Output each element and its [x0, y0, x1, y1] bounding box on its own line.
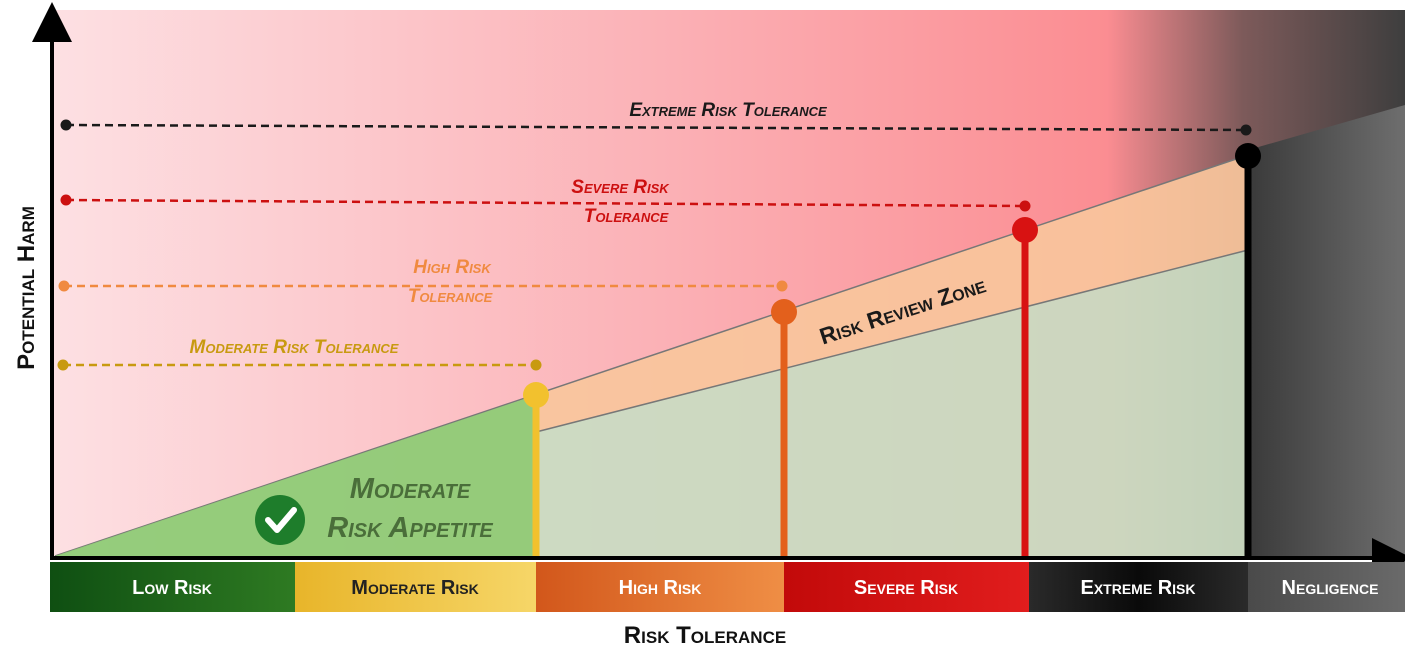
moderate-appetite-zone	[55, 395, 536, 558]
check-circle-icon	[255, 495, 305, 545]
band-low-risk	[50, 562, 295, 612]
high-tolerance-label-line1: High Risk	[413, 257, 492, 278]
band-severe-risk-label: Severe Risk	[854, 577, 958, 599]
moderate-threshold-marker	[523, 382, 549, 558]
extreme-tolerance-label: Extreme Risk Tolerance	[629, 100, 827, 121]
band-high-risk	[536, 562, 784, 612]
review-zone-upper-edge	[54, 154, 1249, 557]
acceptable-zone	[536, 250, 1248, 558]
band-extreme-risk-label: Extreme Risk	[1080, 577, 1195, 599]
moderate-tolerance-label: Moderate Risk Tolerance	[190, 337, 399, 358]
band-moderate-risk	[295, 562, 536, 612]
review-zone-lower-edge	[535, 249, 1249, 433]
severe-tolerance-label-line2: Tolerance	[584, 206, 669, 227]
band-high-risk-label: High Risk	[619, 577, 702, 599]
risk-review-zone	[536, 155, 1248, 432]
severe-threshold-marker	[1012, 217, 1038, 558]
moderate-tolerance-line	[57, 359, 542, 371]
high-tolerance-label-line2: Tolerance	[408, 286, 493, 307]
band-moderate-risk-label: Moderate Risk	[351, 577, 478, 599]
moderate-appetite-label-line1: Moderate	[350, 473, 471, 505]
x-axis-title: Risk Tolerance	[624, 622, 786, 649]
extreme-tolerance-line	[60, 119, 1252, 136]
negligence-zone	[1248, 105, 1405, 558]
severe-tolerance-label-line1: Severe Risk	[571, 177, 670, 198]
band-negligence	[1248, 562, 1405, 612]
extreme-threshold-marker	[1235, 143, 1261, 558]
high-tolerance-line	[58, 280, 788, 292]
band-negligence-label: Negligence	[1282, 577, 1379, 599]
high-threshold-marker	[771, 299, 797, 558]
risk-band-strip: Low Risk Moderate Risk High Risk Severe …	[50, 562, 1405, 612]
moderate-appetite-label-line2: Risk Appetite	[327, 512, 493, 544]
band-severe-risk	[784, 562, 1029, 612]
band-low-risk-label: Low Risk	[132, 577, 212, 599]
y-axis-title: Potential Harm	[13, 206, 40, 370]
severe-tolerance-line	[60, 194, 1031, 212]
band-extreme-risk	[1029, 562, 1248, 612]
